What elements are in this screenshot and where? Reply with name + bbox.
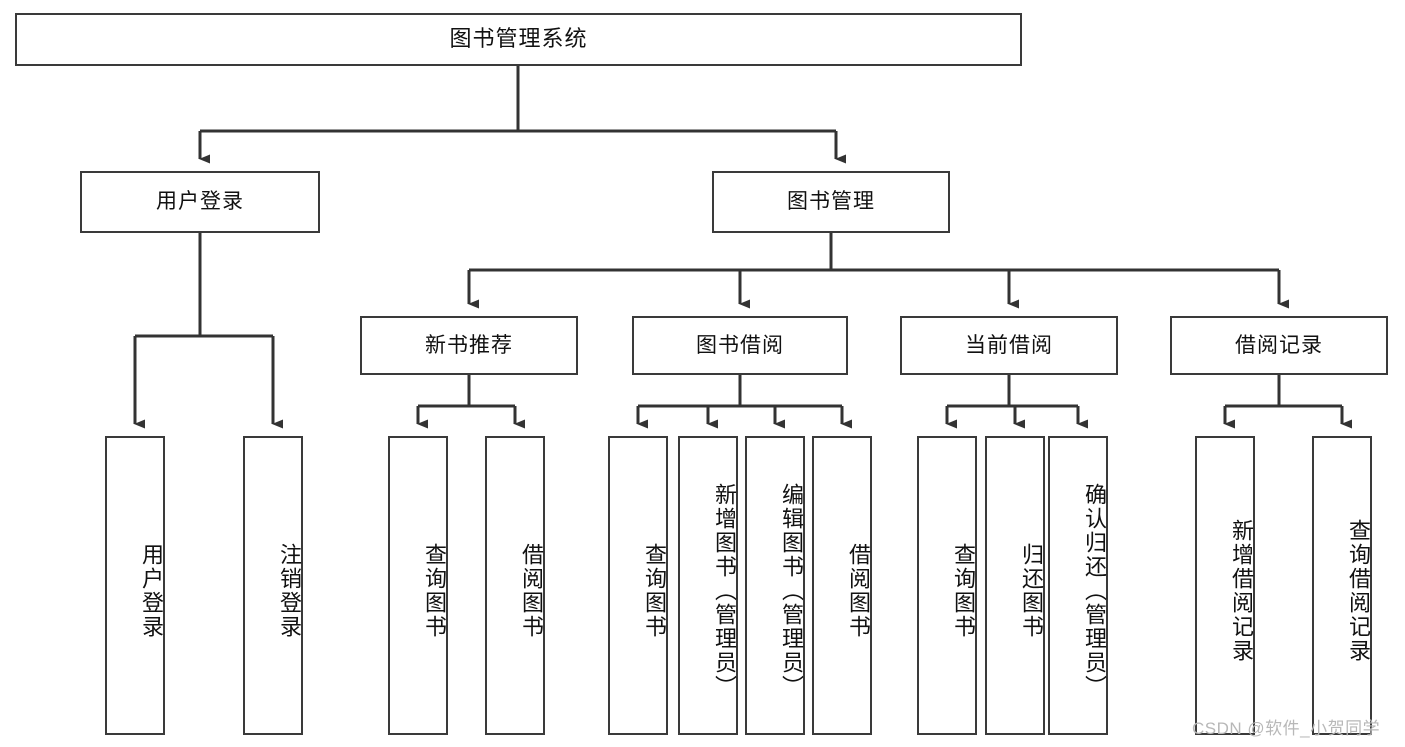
- node-book-borrow-label: 图书借阅: [696, 333, 784, 357]
- node-root[interactable]: 图书管理系统: [15, 13, 1022, 66]
- node-current-borrow[interactable]: 当前借阅: [900, 316, 1118, 375]
- node-leaf-add-book[interactable]: 新增图书 （管理员）: [678, 436, 738, 735]
- leaf-line: 归还图书: [1019, 542, 1044, 639]
- node-leaf-add-record[interactable]: 新增借阅记录: [1195, 436, 1255, 735]
- leaf-line: 编辑图书: [779, 482, 804, 579]
- node-leaf-borrow-book-1[interactable]: 借阅图书: [485, 436, 545, 735]
- leaf-line: （管理员）: [779, 578, 804, 699]
- leaf-line: （管理员）: [1082, 578, 1107, 699]
- node-leaf-user-login[interactable]: 用户登录: [105, 436, 165, 735]
- leaf-line: 借阅图书: [519, 542, 544, 639]
- node-new-book-recommend[interactable]: 新书推荐: [360, 316, 578, 375]
- leaf-line: 查询图书: [422, 542, 447, 639]
- leaf-line: 注销登录: [277, 542, 302, 639]
- leaf-line: 确认归还: [1082, 482, 1107, 579]
- node-root-label: 图书管理系统: [449, 26, 588, 52]
- leaf-line: （管理员）: [712, 578, 737, 699]
- node-user-login[interactable]: 用户登录: [80, 171, 320, 233]
- node-leaf-return-book[interactable]: 归还图书: [985, 436, 1045, 735]
- leaf-line: 查询图书: [951, 542, 976, 639]
- leaf-line: 查询图书: [642, 542, 667, 639]
- node-borrow-record-label: 借阅记录: [1235, 333, 1323, 357]
- node-leaf-query-record[interactable]: 查询借阅记录: [1312, 436, 1372, 735]
- node-leaf-confirm-return[interactable]: 确认归还 （管理员）: [1048, 436, 1108, 735]
- leaf-line: 用户登录: [139, 542, 164, 639]
- csdn-watermark: CSDN @软件_小贺同学: [1192, 719, 1381, 738]
- node-leaf-borrow-book-2[interactable]: 借阅图书: [812, 436, 872, 735]
- leaf-line: 新增图书: [712, 482, 737, 579]
- node-leaf-query-book-1[interactable]: 查询图书: [388, 436, 448, 735]
- node-user-login-label: 用户登录: [156, 190, 244, 214]
- node-book-manage-label: 图书管理: [787, 190, 875, 214]
- node-borrow-record[interactable]: 借阅记录: [1170, 316, 1388, 375]
- leaf-line: 新增借阅记录: [1229, 518, 1254, 663]
- leaf-line: 查询借阅记录: [1346, 518, 1371, 663]
- node-leaf-query-book-2[interactable]: 查询图书: [608, 436, 668, 735]
- node-leaf-query-book-3[interactable]: 查询图书: [917, 436, 977, 735]
- node-leaf-logout[interactable]: 注销登录: [243, 436, 303, 735]
- node-book-manage[interactable]: 图书管理: [712, 171, 950, 233]
- node-book-borrow[interactable]: 图书借阅: [632, 316, 848, 375]
- leaf-line: 借阅图书: [846, 542, 871, 639]
- node-new-book-recommend-label: 新书推荐: [425, 333, 513, 357]
- node-leaf-edit-book[interactable]: 编辑图书 （管理员）: [745, 436, 805, 735]
- node-current-borrow-label: 当前借阅: [965, 333, 1053, 357]
